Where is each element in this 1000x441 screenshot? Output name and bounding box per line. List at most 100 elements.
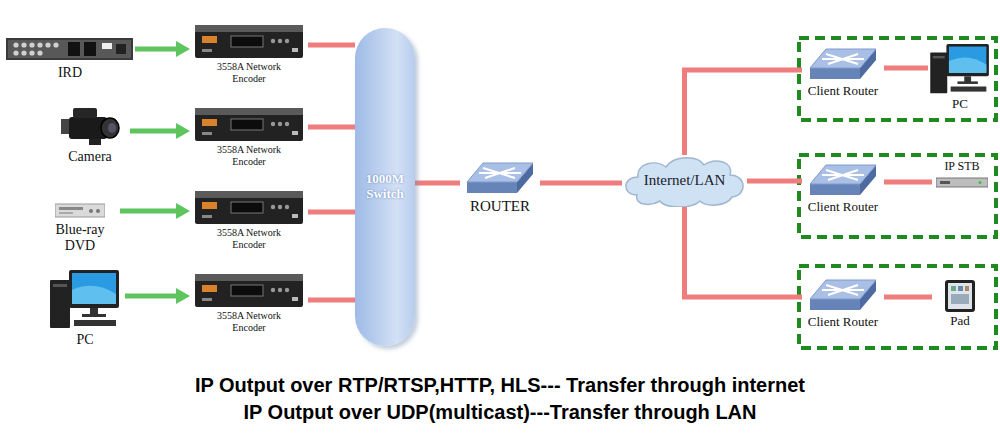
node-label: Pad bbox=[950, 314, 970, 329]
network-link bbox=[685, 207, 803, 297]
icon-part bbox=[933, 56, 945, 59]
signal-arrow bbox=[120, 209, 176, 214]
node-label: Camera bbox=[68, 149, 112, 165]
icon-part bbox=[271, 122, 275, 126]
tablet-device: Pad bbox=[932, 280, 988, 336]
signal-arrow bbox=[130, 129, 176, 134]
caption-note: IP Output over RTP/RTSP,HTTP, HLS--- Tra… bbox=[0, 374, 1000, 397]
node-label: 1000M Switch bbox=[355, 172, 415, 202]
icon-part bbox=[195, 112, 303, 141]
icon-part bbox=[285, 205, 289, 209]
icon-part bbox=[37, 42, 42, 47]
icon-part bbox=[292, 297, 298, 301]
node-label: 3558A Network Encoder bbox=[212, 61, 286, 84]
encoder-device: 3558A Network Encoder bbox=[190, 25, 308, 95]
icon-part bbox=[195, 29, 303, 58]
icon-part bbox=[195, 278, 303, 307]
node-label: Blue-ray DVD bbox=[49, 222, 111, 254]
icon-part bbox=[822, 54, 864, 64]
icon-part bbox=[810, 165, 876, 184]
device-icon bbox=[55, 200, 105, 220]
icon-part bbox=[74, 320, 116, 326]
icon-part bbox=[949, 47, 986, 73]
icon-part bbox=[945, 280, 975, 312]
network-link bbox=[540, 181, 622, 186]
icon-part bbox=[948, 283, 972, 309]
node-label: PC bbox=[952, 97, 968, 112]
network-link bbox=[747, 179, 802, 184]
icon-part bbox=[822, 285, 864, 295]
icon-part bbox=[278, 39, 282, 43]
pc-device: PC bbox=[928, 44, 992, 116]
icon-part bbox=[285, 288, 289, 292]
icon-part bbox=[285, 122, 289, 126]
icon-part bbox=[271, 288, 275, 292]
client-router: Client Router bbox=[802, 46, 884, 108]
icon-part bbox=[55, 204, 105, 217]
icon-part bbox=[231, 119, 263, 130]
icon-part bbox=[957, 81, 977, 84]
icon-part bbox=[108, 123, 116, 133]
client-group-frame bbox=[799, 266, 996, 348]
icon-part bbox=[21, 50, 26, 55]
node-label: Client Router bbox=[808, 200, 878, 215]
node-label: 3558A Network Encoder bbox=[212, 310, 286, 333]
icon-part bbox=[202, 298, 212, 301]
device-icon bbox=[195, 25, 303, 59]
icon-part bbox=[13, 50, 18, 55]
icon-part bbox=[202, 119, 217, 126]
icon-part bbox=[810, 68, 860, 79]
device-icon bbox=[936, 176, 988, 188]
icon-part bbox=[45, 42, 50, 47]
icon-part bbox=[278, 122, 282, 126]
icon-part bbox=[278, 205, 282, 209]
signal-arrow bbox=[135, 47, 176, 52]
icon-part bbox=[271, 205, 275, 209]
icon-part bbox=[69, 270, 119, 308]
icon-part bbox=[810, 299, 860, 310]
icon-part bbox=[965, 286, 969, 291]
device-icon bbox=[808, 277, 878, 313]
icon-part bbox=[946, 44, 989, 76]
icon-part bbox=[930, 53, 947, 94]
client-group-frame bbox=[799, 38, 996, 120]
icon-part bbox=[979, 181, 982, 184]
icon-part bbox=[949, 57, 986, 72]
icon-part bbox=[13, 42, 18, 47]
node-label: Client Router bbox=[808, 315, 878, 330]
signal-arrow bbox=[125, 294, 176, 299]
icon-part bbox=[84, 42, 96, 56]
icon-part bbox=[73, 108, 97, 118]
encoder-device: 3558A Network Encoder bbox=[190, 274, 308, 344]
icon-part bbox=[810, 280, 876, 299]
icon-part bbox=[202, 132, 212, 135]
network-link bbox=[884, 180, 932, 185]
icon-part bbox=[8, 40, 131, 58]
icon-part bbox=[68, 42, 80, 56]
icon-part bbox=[61, 119, 70, 134]
icon-part bbox=[59, 207, 83, 210]
icon-part bbox=[951, 286, 956, 291]
icon-part bbox=[231, 36, 263, 47]
icon-part bbox=[292, 214, 298, 218]
icon-part bbox=[231, 285, 263, 296]
icon-part bbox=[292, 48, 298, 52]
node-label: Internet/LAN bbox=[644, 172, 726, 189]
icon-part bbox=[467, 163, 533, 182]
icon-part bbox=[195, 195, 303, 224]
icon-part bbox=[202, 202, 217, 209]
icon-part bbox=[6, 38, 133, 60]
network-link bbox=[308, 43, 355, 48]
icon-part bbox=[102, 43, 112, 49]
pc-device: PC bbox=[45, 270, 125, 352]
device-icon bbox=[6, 35, 134, 63]
icon-part bbox=[101, 118, 119, 138]
node-label: IRD bbox=[58, 65, 82, 81]
icon-part bbox=[278, 288, 282, 292]
device-icon bbox=[59, 105, 121, 147]
icon-part bbox=[50, 280, 70, 328]
icon-part bbox=[810, 49, 876, 68]
icon-part bbox=[89, 209, 93, 213]
icon-part bbox=[89, 139, 101, 145]
device-icon bbox=[808, 46, 878, 82]
